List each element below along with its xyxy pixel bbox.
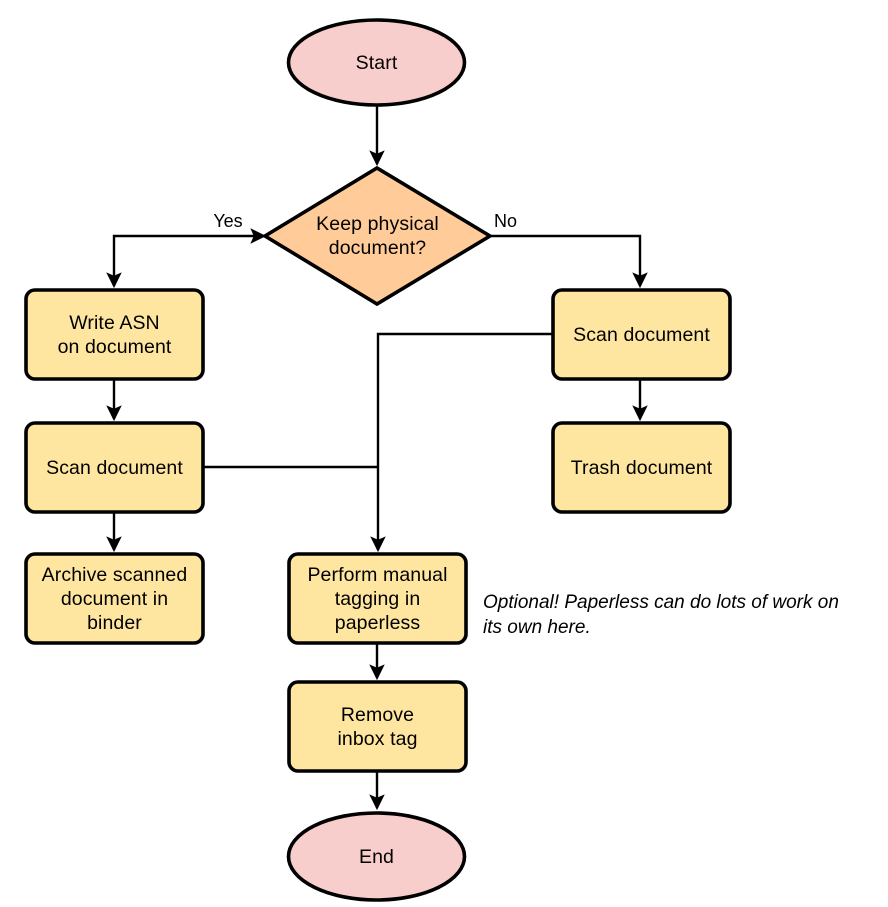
- annotation-optional-note: Optional! Paperless can do lots of work …: [483, 592, 839, 638]
- edge-label-no: No: [494, 211, 518, 231]
- node-end[interactable]: [286, 811, 467, 902]
- edge-decision-yes-to-write-asn: [106, 228, 267, 289]
- node-perform-manual-tagging[interactable]: [287, 552, 468, 645]
- edge-decision-no-to-scan-right: [490, 234, 648, 289]
- node-start[interactable]: [286, 18, 467, 107]
- edge-label-yes: Yes: [213, 211, 243, 231]
- node-scan-document-right[interactable]: [551, 288, 732, 381]
- node-scan-document-left[interactable]: [24, 421, 205, 514]
- node-trash-document[interactable]: [551, 421, 732, 514]
- node-decision-keep-physical-document[interactable]: [261, 165, 494, 307]
- edge-scan-right-to-tagging: [370, 332, 553, 553]
- node-remove-inbox-tag[interactable]: [287, 680, 468, 773]
- node-archive-scanned-document[interactable]: [24, 552, 205, 645]
- node-write-asn[interactable]: [24, 288, 205, 381]
